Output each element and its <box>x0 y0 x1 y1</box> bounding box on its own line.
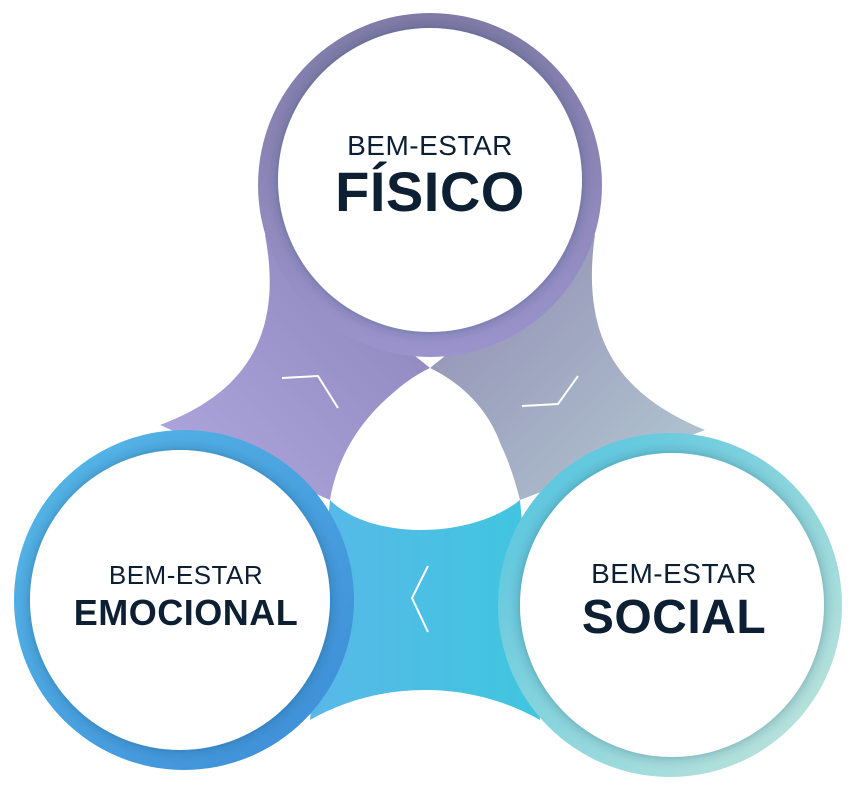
band-fisico-emocional <box>160 235 430 500</box>
node-fisico-line1: BEM-ESTAR <box>347 130 513 161</box>
circle-social <box>520 453 824 757</box>
chevron-arrow-icon <box>281 374 339 409</box>
circle-fisico <box>278 28 582 332</box>
band-emocional-social <box>310 500 540 720</box>
node-emocional: BEM-ESTAR EMOCIONAL <box>36 560 336 635</box>
center-gap <box>349 368 509 515</box>
node-fisico: BEM-ESTAR FÍSICO <box>280 130 580 222</box>
chevron-arrow-icon <box>410 565 429 633</box>
node-social: BEM-ESTAR SOCIAL <box>524 558 824 646</box>
chevron-arrow-icon <box>521 375 579 407</box>
node-fisico-line2: FÍSICO <box>335 160 525 223</box>
node-emocional-line2: EMOCIONAL <box>73 592 299 633</box>
band-fisico-social <box>430 235 705 500</box>
node-emocional-line1: BEM-ESTAR <box>108 560 264 590</box>
node-social-line1: BEM-ESTAR <box>591 558 757 589</box>
node-social-line2: SOCIAL <box>581 591 767 644</box>
circle-emocional <box>30 450 330 750</box>
